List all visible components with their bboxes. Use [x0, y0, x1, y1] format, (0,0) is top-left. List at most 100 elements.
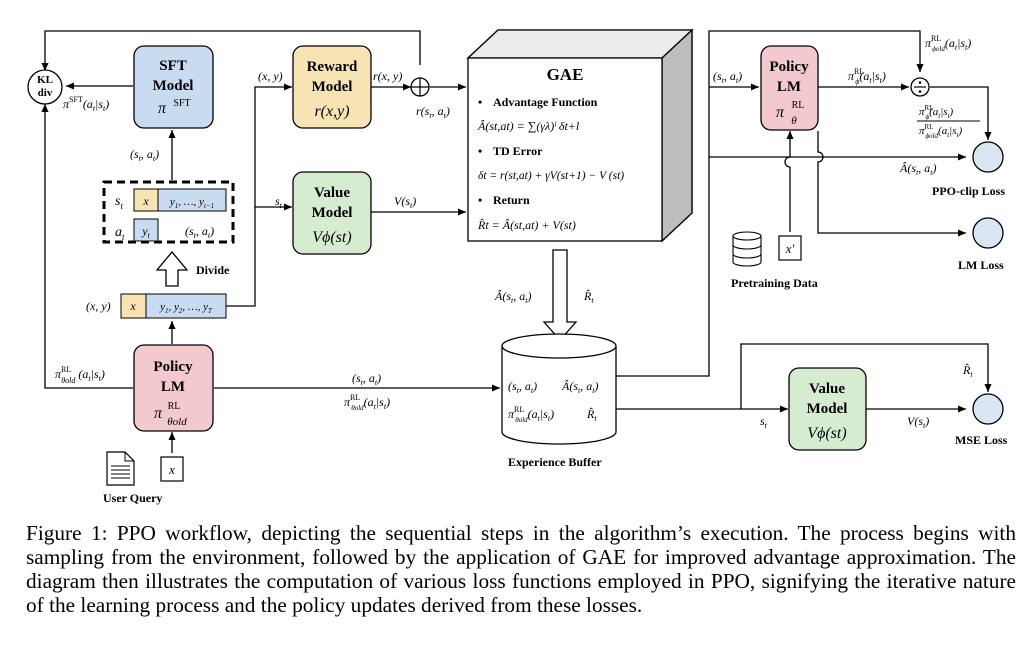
sum-node: [410, 77, 430, 97]
divide-label: Divide: [196, 263, 230, 277]
trajectory-tokens: (x, y) x y1, y2, …, yT: [86, 293, 227, 319]
sft-title-2: Model: [153, 78, 194, 94]
svg-text:y1, y2, …, yT: y1, y2, …, yT: [159, 301, 213, 315]
arrow-policy-to-lmloss: [817, 131, 966, 237]
arrow-gae-to-buffer: [542, 249, 578, 341]
value-bottom-formula: Vϕ(st): [807, 425, 846, 442]
lm-loss: LM Loss: [958, 217, 1004, 272]
svg-text:y1, …, yt−1: y1, …, yt−1: [169, 196, 214, 210]
gae-td-heading: TD Error: [493, 144, 543, 158]
svg-text:st: st: [760, 414, 768, 430]
svg-text:Â(st, at): Â(st, at): [494, 289, 531, 305]
policy-right-title-2: LM: [777, 79, 801, 95]
gae-advantage-formula: Â(st,at) = ∑(γλ)ˡ δt+l: [477, 119, 580, 133]
arrow-tokens-to-value: [226, 203, 292, 307]
user-query-label: User Query: [103, 491, 162, 505]
policy-right-pi: π: [776, 104, 785, 121]
svg-text:R̂t: R̂t: [962, 363, 973, 379]
gae-advantage-heading: Advantage Function: [493, 95, 598, 109]
connections: [41, 30, 992, 453]
reward-title-1: Reward: [307, 59, 358, 75]
pretraining-label: Pretraining Data: [731, 276, 818, 290]
arrow-divide-to-ppo: [930, 86, 992, 140]
policy-right-title-1: Policy: [769, 59, 809, 75]
svg-text:•: •: [478, 144, 482, 158]
policy-lm-left-box: Policy LM π RL θold: [133, 344, 214, 432]
svg-text:st: st: [275, 194, 283, 210]
value-bottom-title-1: Value: [809, 381, 845, 397]
lm-loss-label: LM Loss: [958, 258, 1004, 272]
svg-text:r(st, at): r(st, at): [416, 104, 450, 120]
svg-text:r(x, y): r(x, y): [373, 69, 402, 83]
value-top-formula: Vϕ(st): [312, 229, 351, 246]
sft-sup: SFT: [173, 98, 190, 109]
svg-text:yt: yt: [141, 224, 150, 240]
arrow-policy-to-kl: [41, 104, 133, 389]
sft-pi: π: [158, 100, 167, 117]
ppo-workflow-diagram: KL div SFT Model π SFT πSFT(at|st) (st, …: [27, 28, 1008, 505]
arrow-to-reward: [254, 83, 292, 207]
svg-text:(st, at): (st, at): [508, 379, 537, 395]
gae-box: GAE • Advantage Function Â(st,at) = ∑(γλ…: [466, 28, 694, 243]
svg-text:V(st): V(st): [394, 194, 416, 210]
svg-text:•: •: [478, 193, 482, 207]
policy-right-sub: θ: [791, 115, 797, 127]
value-model-top-box: Value Model Vϕ(st): [292, 171, 372, 255]
svg-text:R̂t: R̂t: [583, 289, 594, 305]
svg-text:(x, y): (x, y): [258, 69, 283, 83]
ppo-clip-label: PPO-clip Loss: [932, 184, 1005, 198]
policy-lm-right-box: Policy LM π RL θ: [760, 45, 819, 131]
policy-left-sub: θold: [167, 416, 187, 428]
gae-title: GAE: [547, 65, 584, 84]
user-query: x User Query: [103, 451, 184, 505]
policy-left-title-2: LM: [161, 379, 185, 395]
split-box: st x y1, …, yt−1 at yt (st, at): [102, 180, 235, 244]
policy-right-sup: RL: [792, 100, 805, 111]
policy-left-title-1: Policy: [153, 359, 193, 375]
reward-model-box: Reward Model r(x,y): [292, 45, 372, 129]
value-bottom-title-2: Model: [807, 401, 848, 417]
svg-text:x: x: [129, 299, 136, 313]
gae-td-formula: δt = r(st,at) + γV(st+1) − V (st): [478, 170, 624, 182]
svg-text:(st, at): (st, at): [185, 224, 214, 240]
divide-hollow-arrow: [155, 250, 189, 287]
svg-text:at: at: [115, 225, 125, 242]
value-top-title-2: Model: [312, 205, 353, 221]
gae-return-formula: R̂t = Â(st,at) + V(st): [477, 218, 576, 232]
arrow-buffer-to-right-top: [616, 30, 924, 377]
kl-div-node: KL div: [27, 69, 63, 105]
svg-text:R̂t: R̂t: [586, 407, 597, 423]
sft-model-box: SFT Model π SFT: [133, 45, 214, 129]
mse-loss: MSE Loss: [955, 393, 1008, 447]
mse-loss-label: MSE Loss: [955, 433, 1008, 447]
policy-left-sup: RL: [168, 401, 181, 412]
reward-title-2: Model: [312, 79, 353, 95]
pretraining-data: x′ Pretraining Data: [731, 231, 818, 290]
sft-policy-label: πSFT(at|st): [63, 95, 109, 113]
arrow-reward-to-kl: [41, 30, 421, 71]
svg-text:•: •: [478, 95, 482, 109]
svg-text:(st, at): (st, at): [713, 69, 742, 85]
figure-caption: Figure 1: PPO workflow, depicting the se…: [26, 521, 1016, 617]
value-top-title-1: Value: [314, 185, 350, 201]
database-icon: [732, 231, 762, 267]
svg-text:Â(st, at): Â(st, at): [899, 161, 936, 177]
svg-text:(st, at): (st, at): [352, 371, 381, 387]
svg-text:(x, y): (x, y): [86, 299, 111, 313]
sft-input-label: (st, at): [130, 147, 159, 163]
value-model-bottom-box: Value Model Vϕ(st): [788, 367, 867, 451]
svg-text:V(st): V(st): [907, 414, 929, 430]
svg-text:x: x: [142, 194, 149, 208]
ratio-node: [910, 77, 930, 97]
svg-text:x′: x′: [785, 241, 795, 256]
ppo-clip-loss: PPO-clip Loss: [932, 141, 1005, 198]
